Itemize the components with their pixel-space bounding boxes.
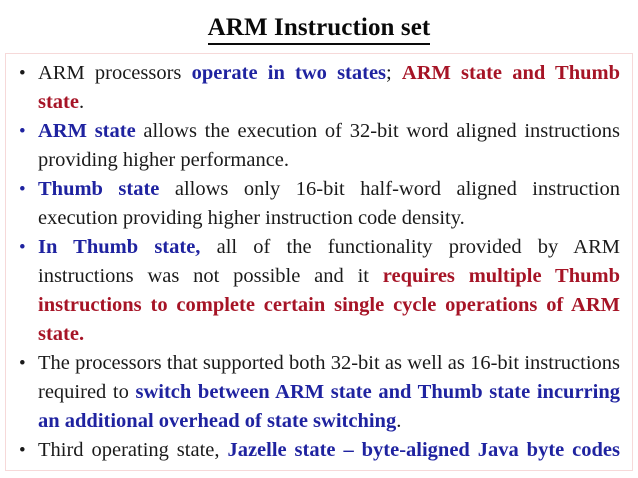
text-run: Third operating state,: [38, 439, 228, 461]
text-run: operate in two states: [191, 62, 387, 84]
text-run: requires multiple Thumb instructions to …: [38, 265, 620, 345]
list-item-text: ARM state allows the execution of 32-bit…: [38, 120, 620, 171]
text-run: all of the functionality provided by ARM…: [38, 236, 620, 287]
text-run: ;: [386, 62, 402, 84]
text-run: The processors that supported both 32-bi…: [38, 352, 620, 403]
list-item: The processors that supported both 32-bi…: [12, 349, 626, 436]
text-run: Jazelle state – byte-aligned Java byte c…: [38, 439, 620, 470]
text-run: allows the execution of 32-bit word alig…: [38, 120, 620, 171]
list-item-text: In Thumb state, all of the functionality…: [38, 236, 620, 345]
list-item-text: Thumb state allows only 16-bit half-word…: [38, 178, 620, 229]
text-run: In Thumb state,: [38, 236, 201, 258]
list-item: Thumb state allows only 16-bit half-word…: [12, 175, 626, 233]
list-item-text: ARM processors operate in two states; AR…: [38, 62, 620, 113]
list-item-text: The processors that supported both 32-bi…: [38, 352, 620, 432]
title-container: ARM Instruction set: [0, 14, 638, 45]
page-title: ARM Instruction set: [207, 14, 431, 45]
content-body: ARM processors operate in two states; AR…: [5, 53, 633, 471]
list-item-text: Third operating state, Jazelle state – b…: [38, 439, 620, 470]
text-run: .: [78, 91, 85, 113]
text-run: ARM processors: [38, 62, 192, 84]
text-run: switch between ARM state and Thumb state…: [38, 381, 620, 432]
bullet-list: ARM processors operate in two states; AR…: [12, 59, 626, 470]
text-run: .: [396, 410, 402, 432]
text-run: ARM state: [38, 120, 136, 142]
text-run: ARM state and Thumb state: [38, 62, 620, 113]
text-run: allows only 16-bit half-word aligned ins…: [38, 178, 620, 229]
list-item: ARM state allows the execution of 32-bit…: [12, 117, 626, 175]
text-run: Thumb state: [38, 178, 160, 200]
list-item: Third operating state, Jazelle state – b…: [12, 436, 626, 470]
list-item: In Thumb state, all of the functionality…: [12, 233, 626, 349]
list-item: ARM processors operate in two states; AR…: [12, 59, 626, 117]
